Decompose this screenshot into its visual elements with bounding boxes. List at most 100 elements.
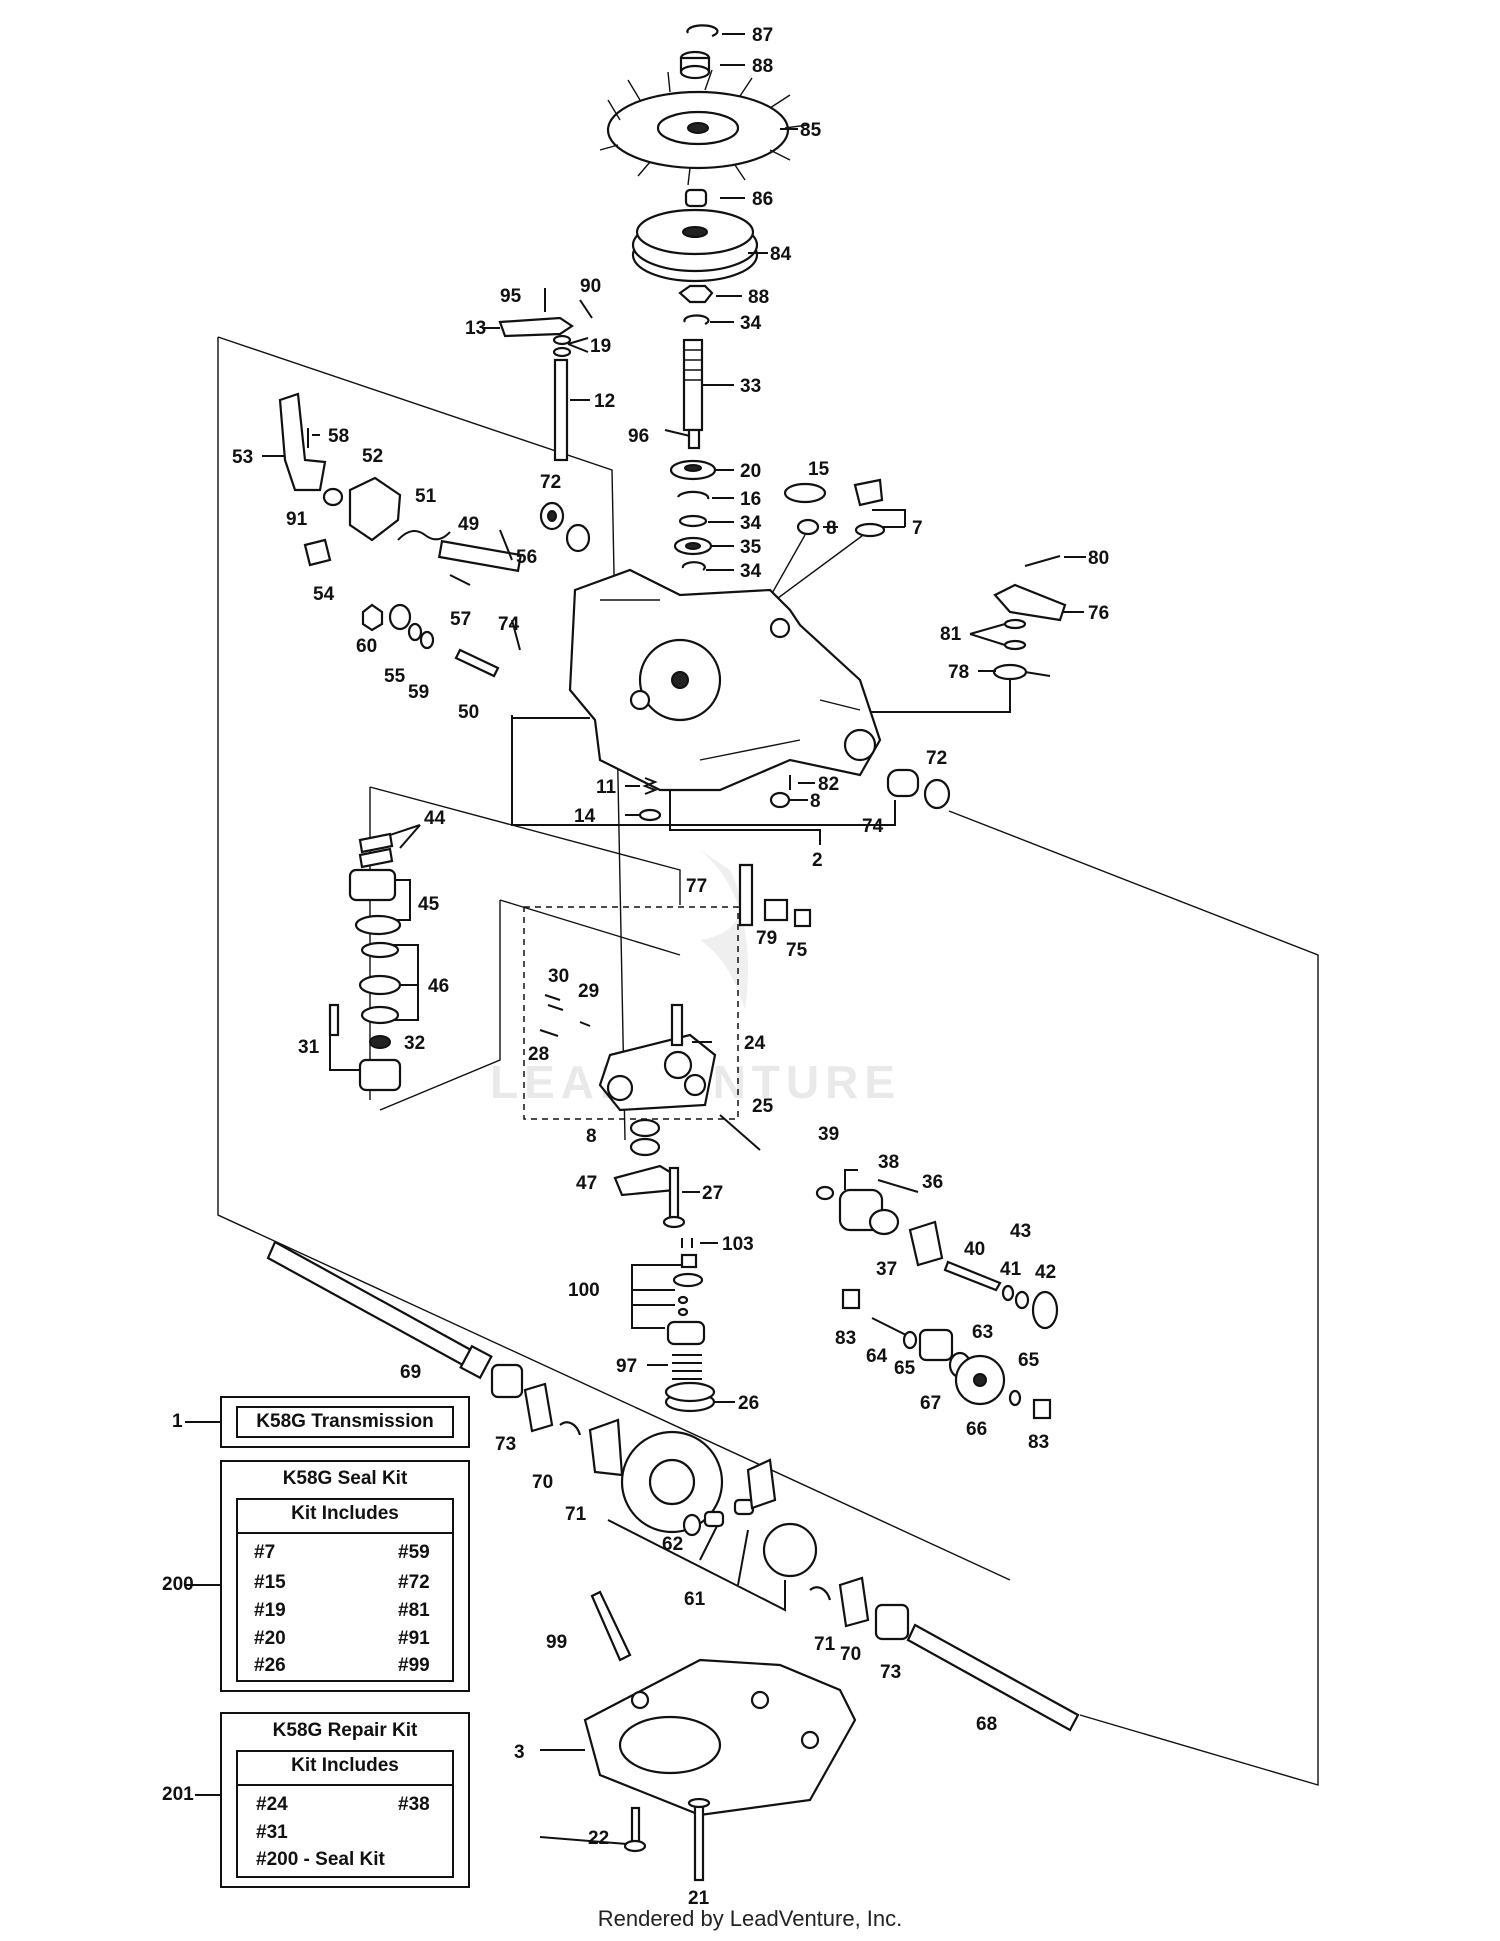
seal-kit-item: #99: [398, 1655, 430, 1676]
callout-95: 95: [500, 286, 522, 307]
callout-42: 42: [1035, 1262, 1056, 1283]
seal-kit-item: #7: [254, 1542, 276, 1563]
callout-83-left: 83: [835, 1328, 856, 1349]
callout-53: 53: [232, 447, 253, 468]
callout-65-left: 65: [894, 1358, 916, 1379]
callout-13: 13: [465, 318, 486, 339]
callout-68: 68: [976, 1714, 997, 1735]
repair-kit-title: K58G Repair Kit: [272, 1720, 418, 1741]
callout-85: 85: [800, 120, 822, 141]
callout-20: 20: [740, 461, 761, 482]
seal-kit-item: #15: [254, 1572, 286, 1593]
footer-credit: Rendered by LeadVenture, Inc.: [597, 1906, 903, 1931]
callout-8-top: 8: [826, 518, 837, 539]
callout-38: 38: [878, 1152, 899, 1173]
seal-kit-item: #72: [398, 1572, 430, 1593]
callout-80: 80: [1088, 548, 1109, 569]
seal-kit-item: #26: [254, 1655, 286, 1676]
callout-79: 79: [756, 928, 777, 949]
callout-82: 82: [818, 774, 839, 795]
callout-67: 67: [920, 1393, 941, 1414]
upper-housing-part: [568, 568, 882, 792]
repair-kit-item: #200 - Seal Kit: [256, 1849, 385, 1870]
repair-kit-item: #24: [256, 1794, 288, 1815]
callout-14: 14: [574, 806, 596, 827]
callout-73-left: 73: [495, 1434, 516, 1455]
callout-103: 103: [722, 1234, 754, 1255]
fan-part: [599, 69, 809, 186]
seal-kit-item: #19: [254, 1600, 286, 1621]
callout-36: 36: [922, 1172, 943, 1193]
part-drawings: [266, 24, 1080, 1882]
seal-kit-inner: Kit Includes #7 #59 #15 #72 #19 #81 #20 …: [236, 1498, 454, 1682]
seal-kit-box: K58G Seal Kit Kit Includes #7 #59 #15 #7…: [220, 1460, 470, 1692]
callout-34-top: 34: [740, 313, 762, 334]
callout-63: 63: [972, 1322, 993, 1343]
callout-88-top: 88: [752, 56, 773, 77]
seal-kit-item: #20: [254, 1628, 286, 1649]
center-section-part: [598, 1003, 717, 1112]
seal-kit-item: #59: [398, 1542, 430, 1563]
callout-8-low: 8: [586, 1126, 597, 1147]
callout-52: 52: [362, 446, 383, 467]
repair-kit-item: #38: [398, 1794, 430, 1815]
callout-28: 28: [528, 1044, 549, 1065]
watermark-logo: [700, 850, 748, 1010]
callout-49: 49: [458, 514, 479, 535]
callout-57: 57: [450, 609, 471, 630]
callout-45: 45: [418, 894, 440, 915]
callout-77: 77: [686, 876, 707, 897]
callout-39: 39: [818, 1124, 839, 1145]
callout-78: 78: [948, 662, 969, 683]
callout-29: 29: [578, 981, 599, 1002]
callout-91: 91: [286, 509, 308, 530]
callout-31: 31: [298, 1037, 320, 1058]
repair-kit-box: K58G Repair Kit Kit Includes #24 #38 #31…: [220, 1712, 470, 1888]
callout-61: 61: [684, 1589, 706, 1610]
callout-70-left: 70: [532, 1472, 553, 1493]
callout-70-right: 70: [840, 1644, 861, 1665]
seal-kit-title: K58G Seal Kit: [282, 1468, 408, 1489]
callout-87: 87: [752, 25, 773, 46]
repair-kit-subtitle: Kit Includes: [291, 1755, 399, 1776]
callout-66: 66: [966, 1419, 987, 1440]
transmission-box: K58G Transmission: [220, 1396, 470, 1448]
callout-19: 19: [590, 336, 611, 357]
callout-71-right: 71: [814, 1634, 836, 1655]
callout-72-top: 72: [540, 472, 561, 493]
seal-kit-subtitle: Kit Includes: [291, 1503, 399, 1524]
callout-62: 62: [662, 1534, 683, 1555]
callout-83-right: 83: [1028, 1432, 1049, 1453]
callout-75: 75: [786, 940, 808, 961]
callout-90: 90: [580, 276, 601, 297]
callout-2: 2: [812, 850, 823, 871]
callout-labels: 87 88 85 86 84 88 34 33 96 20 16 34 35 3…: [232, 25, 1109, 1909]
callout-54: 54: [313, 584, 335, 605]
callout-74-right: 74: [862, 816, 884, 837]
seal-kit-item: #91: [398, 1628, 430, 1649]
callout-81: 81: [940, 624, 962, 645]
callout-8-mid: 8: [810, 791, 821, 812]
callout-55: 55: [384, 666, 406, 687]
callout-65-right: 65: [1018, 1350, 1040, 1371]
callout-21: 21: [688, 1888, 710, 1909]
callout-26: 26: [738, 1393, 759, 1414]
callout-30: 30: [548, 966, 569, 987]
callout-11: 11: [596, 777, 617, 798]
lower-housing-part: [583, 1658, 857, 1817]
callout-34-low: 34: [740, 561, 762, 582]
callout-56: 56: [516, 547, 537, 568]
callout-22: 22: [588, 1828, 609, 1849]
callout-46: 46: [428, 976, 449, 997]
callout-69: 69: [400, 1362, 421, 1383]
ref-label-1: 1: [172, 1411, 183, 1432]
callout-58: 58: [328, 426, 349, 447]
callout-15: 15: [808, 459, 830, 480]
repair-kit-item: #31: [256, 1822, 288, 1843]
callout-25: 25: [752, 1096, 774, 1117]
callout-59: 59: [408, 682, 429, 703]
repair-kit-inner: Kit Includes #24 #38 #31 #200 - Seal Kit: [236, 1750, 454, 1878]
callout-dashes: [185, 33, 1086, 1845]
callout-76: 76: [1088, 603, 1109, 624]
